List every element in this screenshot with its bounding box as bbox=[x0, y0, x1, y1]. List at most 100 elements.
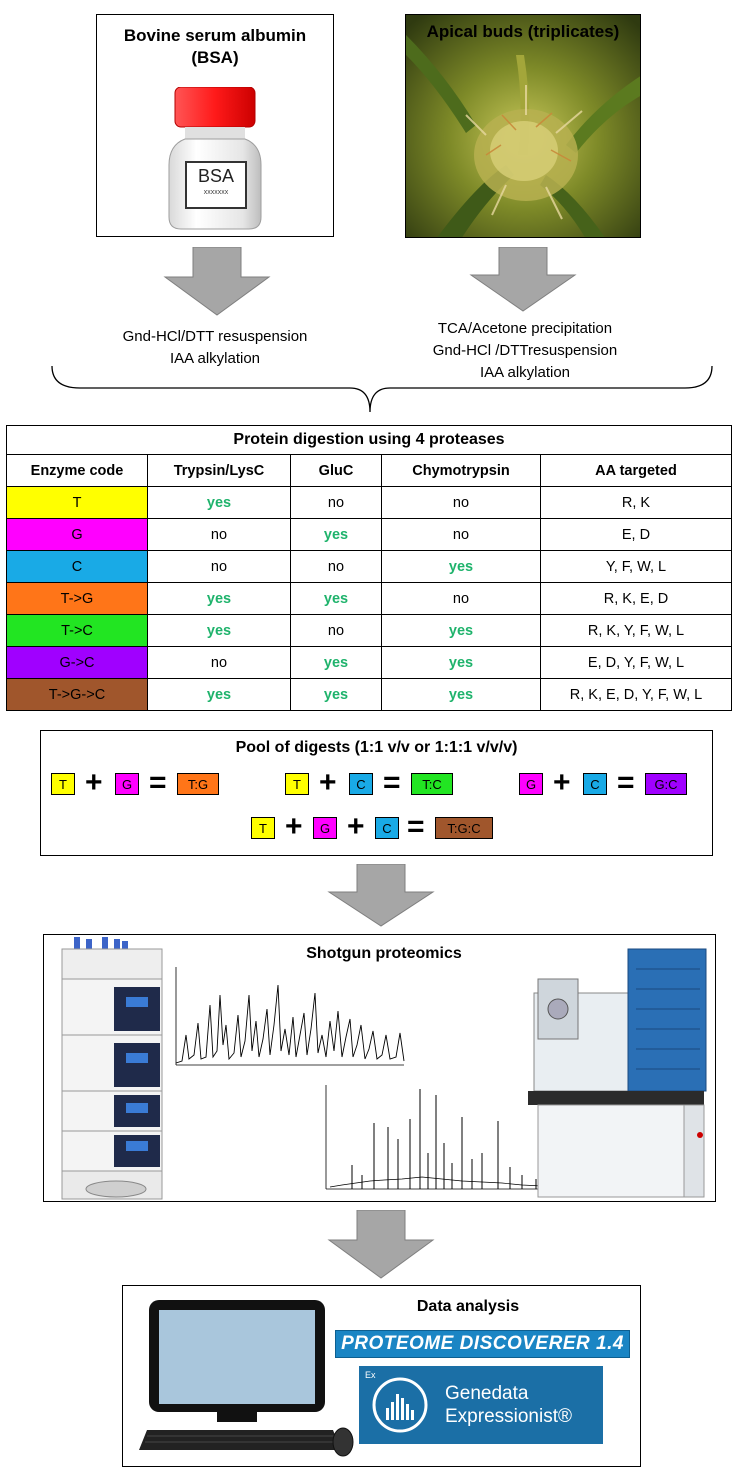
mass-spectrum-plot bbox=[325, 1085, 570, 1190]
aa-targeted-cell: E, D bbox=[540, 518, 732, 551]
chip-c: C bbox=[375, 817, 399, 839]
chip-g: G bbox=[115, 773, 139, 795]
buds-prep-steps: TCA/Acetone precipitation Gnd-HCl /DTTre… bbox=[432, 320, 618, 381]
plus-sign: + bbox=[347, 810, 365, 843]
digestion-table: Protein digestion using 4 proteases Enzy… bbox=[6, 425, 732, 711]
chip-t: T bbox=[251, 817, 275, 839]
trypsin-cell: no bbox=[147, 550, 291, 583]
enzyme-code-cell: T->G->C bbox=[6, 678, 148, 711]
chip-result-gc: G:C bbox=[645, 773, 687, 795]
plus-sign: + bbox=[553, 766, 571, 799]
digestion-header-row: Enzyme code Trypsin/LysC GluC Chymotryps… bbox=[6, 454, 732, 487]
chip-c: C bbox=[349, 773, 373, 795]
proteome-discoverer-text: PROTEOME DISCOVERER 1.4 bbox=[341, 1333, 624, 1354]
gluc-cell: yes bbox=[290, 582, 382, 615]
header-chymotrypsin: Chymotrypsin bbox=[381, 454, 541, 487]
chip-t: T bbox=[285, 773, 309, 795]
header-trypsin: Trypsin/LysC bbox=[147, 454, 291, 487]
chymotrypsin-cell: yes bbox=[381, 550, 541, 583]
chymotrypsin-cell: no bbox=[381, 518, 541, 551]
genedata-bars-icon bbox=[372, 1377, 428, 1433]
mass-spectrometer-icon bbox=[528, 948, 707, 1198]
chip-result-tgc: T:G:C bbox=[435, 817, 493, 839]
trypsin-cell: yes bbox=[147, 582, 291, 615]
chymotrypsin-cell: yes bbox=[381, 678, 541, 711]
gluc-cell: yes bbox=[290, 518, 382, 551]
enzyme-code-cell: G->C bbox=[6, 646, 148, 679]
lc-system-icon bbox=[61, 937, 163, 1200]
digestion-caption: Protein digestion using 4 proteases bbox=[6, 425, 732, 455]
gluc-cell: no bbox=[290, 486, 382, 519]
buds-photo-box: Apical buds (triplicates) bbox=[405, 14, 641, 238]
header-aa-targeted: AA targeted bbox=[540, 454, 732, 487]
equals-sign: = bbox=[407, 810, 425, 843]
pool-box: Pool of digests (1:1 v/v or 1:1:1 v/v/v)… bbox=[40, 730, 713, 856]
arrow-down-to-shotgun bbox=[327, 864, 435, 927]
bsa-label-subtext: xxxxxxx bbox=[203, 189, 229, 196]
pool-title: Pool of digests (1:1 v/v or 1:1:1 v/v/v) bbox=[235, 739, 518, 756]
chromatogram-plot bbox=[175, 967, 405, 1066]
enzyme-code-cell: T->C bbox=[6, 614, 148, 647]
cannabis-bud-image bbox=[406, 15, 640, 237]
shotgun-box: Shotgun proteomics bbox=[43, 934, 716, 1202]
genedata-logo: Ex Genedata Expressionist® bbox=[359, 1366, 603, 1444]
chip-result-tc: T:C bbox=[411, 773, 453, 795]
trypsin-cell: no bbox=[147, 646, 291, 679]
chip-result-tg: T:G bbox=[177, 773, 219, 795]
gluc-cell: yes bbox=[290, 678, 382, 711]
proteome-discoverer-logo: PROTEOME DISCOVERER 1.4 bbox=[335, 1330, 630, 1358]
gluc-cell: yes bbox=[290, 646, 382, 679]
computer-icon bbox=[139, 1300, 354, 1457]
bsa-label-text: BSA bbox=[197, 166, 235, 186]
bsa-label-panel: BSA xxxxxxx bbox=[185, 161, 247, 209]
trypsin-cell: no bbox=[147, 518, 291, 551]
enzyme-code-cell: T->G bbox=[6, 582, 148, 615]
trypsin-cell: yes bbox=[147, 614, 291, 647]
aa-targeted-cell: R, K, E, D bbox=[540, 582, 732, 615]
bsa-box: Bovine serum albumin (BSA) BSA xxxxxxx bbox=[96, 14, 334, 237]
chymotrypsin-cell: no bbox=[381, 486, 541, 519]
gluc-cell: no bbox=[290, 550, 382, 583]
aa-targeted-cell: R, K, E, D, Y, F, W, L bbox=[540, 678, 732, 711]
plus-sign: + bbox=[85, 766, 103, 799]
merge-brace bbox=[51, 365, 713, 413]
genedata-text: Genedata Expressionist® bbox=[445, 1383, 572, 1427]
shotgun-title: Shotgun proteomics bbox=[306, 945, 462, 962]
arrow-down-to-analysis bbox=[327, 1210, 435, 1279]
bsa-bottle-icon bbox=[168, 87, 262, 230]
buds-title: Apical buds (triplicates) bbox=[426, 22, 620, 41]
enzyme-code-cell: C bbox=[6, 550, 148, 583]
trypsin-cell: yes bbox=[147, 678, 291, 711]
equals-sign: = bbox=[617, 766, 635, 799]
analysis-box: Data analysis PROTEOME DISCOVERER 1.4 Ex… bbox=[122, 1285, 641, 1467]
chymotrypsin-cell: no bbox=[381, 582, 541, 615]
chip-t: T bbox=[51, 773, 75, 795]
chip-g: G bbox=[313, 817, 337, 839]
header-gluc: GluC bbox=[290, 454, 382, 487]
chymotrypsin-cell: yes bbox=[381, 614, 541, 647]
plus-sign: + bbox=[319, 766, 337, 799]
enzyme-code-cell: G bbox=[6, 518, 148, 551]
ex-badge: Ex bbox=[365, 1370, 376, 1380]
bsa-title: Bovine serum albumin (BSA) bbox=[123, 26, 307, 67]
aa-targeted-cell: R, K bbox=[540, 486, 732, 519]
arrow-down-buds bbox=[469, 247, 577, 312]
gluc-cell: no bbox=[290, 614, 382, 647]
chymotrypsin-cell: yes bbox=[381, 646, 541, 679]
header-enzyme-code: Enzyme code bbox=[6, 454, 148, 487]
bsa-prep-steps: Gnd-HCl/DTT resuspension IAA alkylation bbox=[122, 328, 308, 367]
chip-g: G bbox=[519, 773, 543, 795]
trypsin-cell: yes bbox=[147, 486, 291, 519]
equals-sign: = bbox=[149, 766, 167, 799]
plus-sign: + bbox=[285, 810, 303, 843]
equals-sign: = bbox=[383, 766, 401, 799]
aa-targeted-cell: E, D, Y, F, W, L bbox=[540, 646, 732, 679]
chip-c: C bbox=[583, 773, 607, 795]
